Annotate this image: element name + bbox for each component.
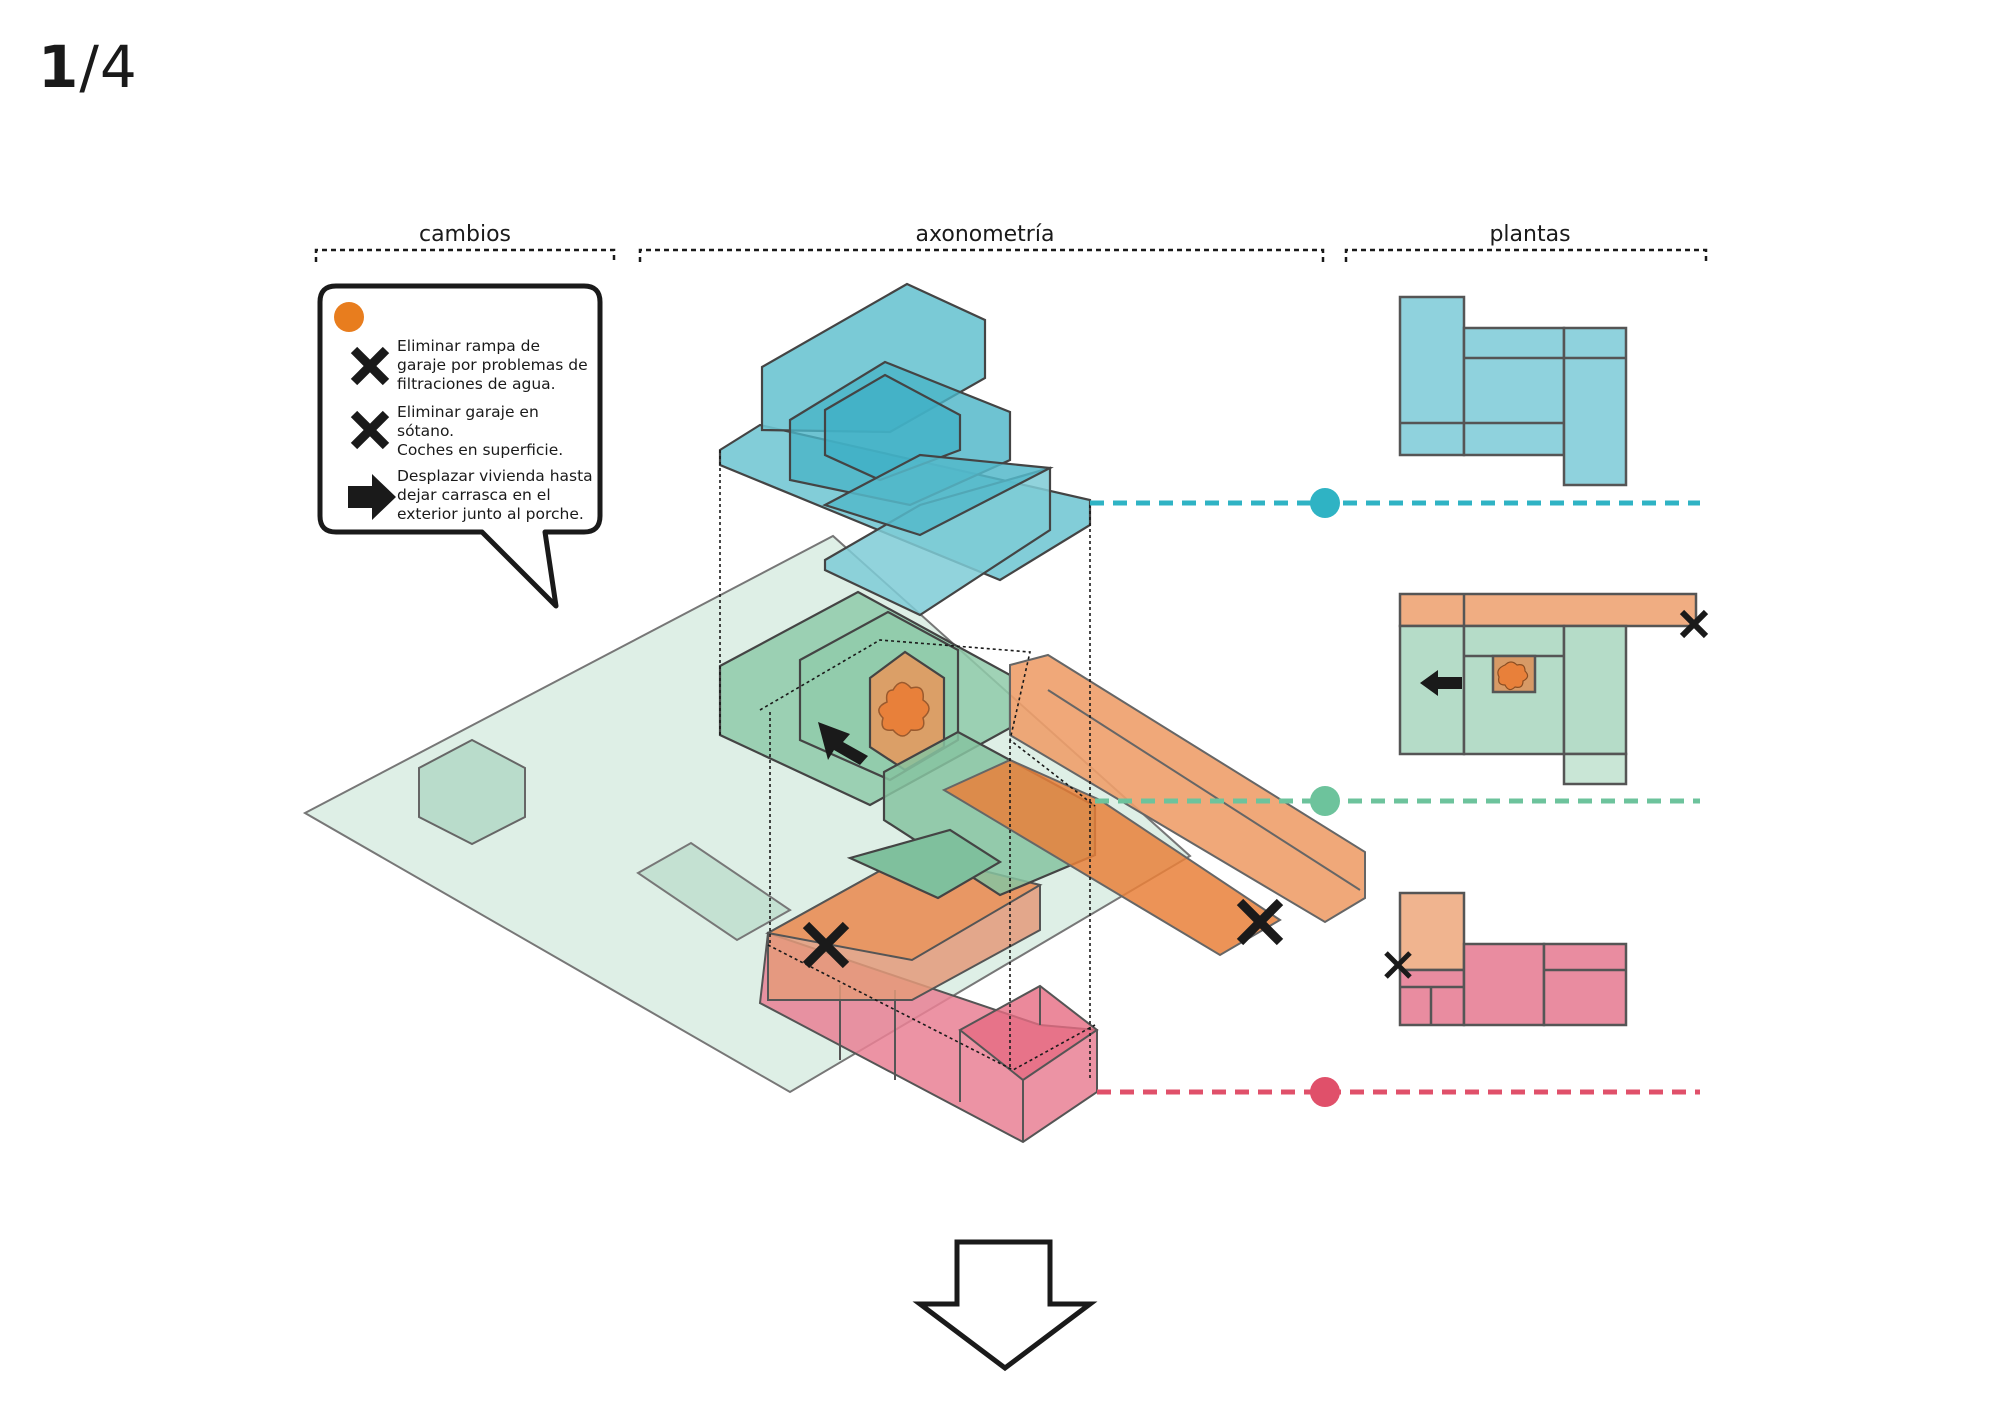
level-dot-ground bbox=[1310, 786, 1340, 816]
level-line-ground bbox=[1095, 786, 1700, 816]
bracket-axonometria bbox=[638, 248, 1325, 262]
parking-strip bbox=[636, 841, 792, 942]
plan-basement bbox=[1384, 891, 1628, 1027]
bubble-item-2-line-1: Eliminar garaje en bbox=[397, 403, 539, 421]
arrow-right-icon bbox=[348, 474, 396, 520]
ramp-volume bbox=[941, 653, 1366, 957]
level-dot-basement bbox=[1310, 1077, 1340, 1107]
bubble-item-3: Desplazar vivienda hasta dejar carrasca … bbox=[397, 467, 593, 524]
level-dot-upper bbox=[1310, 488, 1340, 518]
bubble-item-3-line-1: Desplazar vivienda hasta bbox=[397, 467, 593, 485]
section-label-axonometria: axonometría bbox=[915, 222, 1055, 247]
section-label-plantas: plantas bbox=[1489, 222, 1571, 247]
section-label-cambios: cambios bbox=[418, 222, 511, 247]
page-number: 1/4 bbox=[38, 38, 138, 96]
arrow-left-icon-plan bbox=[1420, 670, 1462, 696]
bubble-item-1-line-3: filtraciones de agua. bbox=[397, 375, 556, 393]
bubble-item-2: Eliminar garaje en sótano. Coches en sup… bbox=[397, 403, 563, 460]
bubble-item-3-line-2: dejar carrasca en el bbox=[397, 486, 551, 504]
bubble-item-1-line-2: garaje por problemas de bbox=[397, 356, 588, 374]
down-arrow-icon bbox=[912, 1239, 1098, 1372]
changes-bubble bbox=[317, 283, 603, 609]
bubble-item-1: Eliminar rampa de garaje por problemas d… bbox=[397, 337, 588, 394]
bracket-cambios bbox=[314, 248, 616, 262]
bubble-item-3-line-3: exterior junto al porche. bbox=[397, 505, 584, 523]
x-icon-plan-basement bbox=[1384, 951, 1412, 979]
tree-icon bbox=[878, 681, 930, 737]
plan-upper bbox=[1398, 295, 1628, 487]
level-line-upper bbox=[1090, 488, 1700, 518]
x-icon-garage bbox=[802, 921, 850, 969]
section-brackets bbox=[314, 248, 1708, 262]
arrow-move-icon bbox=[818, 722, 868, 765]
projection-lines bbox=[719, 450, 1096, 1080]
x-icon-plan-ground bbox=[1679, 609, 1709, 639]
bracket-plantas bbox=[1344, 248, 1708, 262]
x-icon bbox=[350, 346, 390, 386]
level-line-basement bbox=[1097, 1077, 1700, 1107]
bubble-item-1-line-1: Eliminar rampa de bbox=[397, 337, 541, 355]
orange-marker bbox=[334, 302, 364, 332]
tree-icon-plan bbox=[1497, 661, 1529, 691]
bubble-item-2-line-3: Coches en superficie. bbox=[397, 441, 564, 459]
bubble-item-2-line-2: sótano. bbox=[397, 422, 455, 440]
page-current: 1 bbox=[38, 33, 80, 101]
upper-volume bbox=[718, 282, 1092, 617]
page-separator: / bbox=[79, 33, 100, 101]
page-total: 4 bbox=[99, 33, 138, 101]
hexagon-tree-area bbox=[418, 738, 526, 846]
x-icon-ramp bbox=[1236, 898, 1284, 946]
plan-ground bbox=[1398, 592, 1709, 786]
x-icon bbox=[350, 410, 390, 450]
